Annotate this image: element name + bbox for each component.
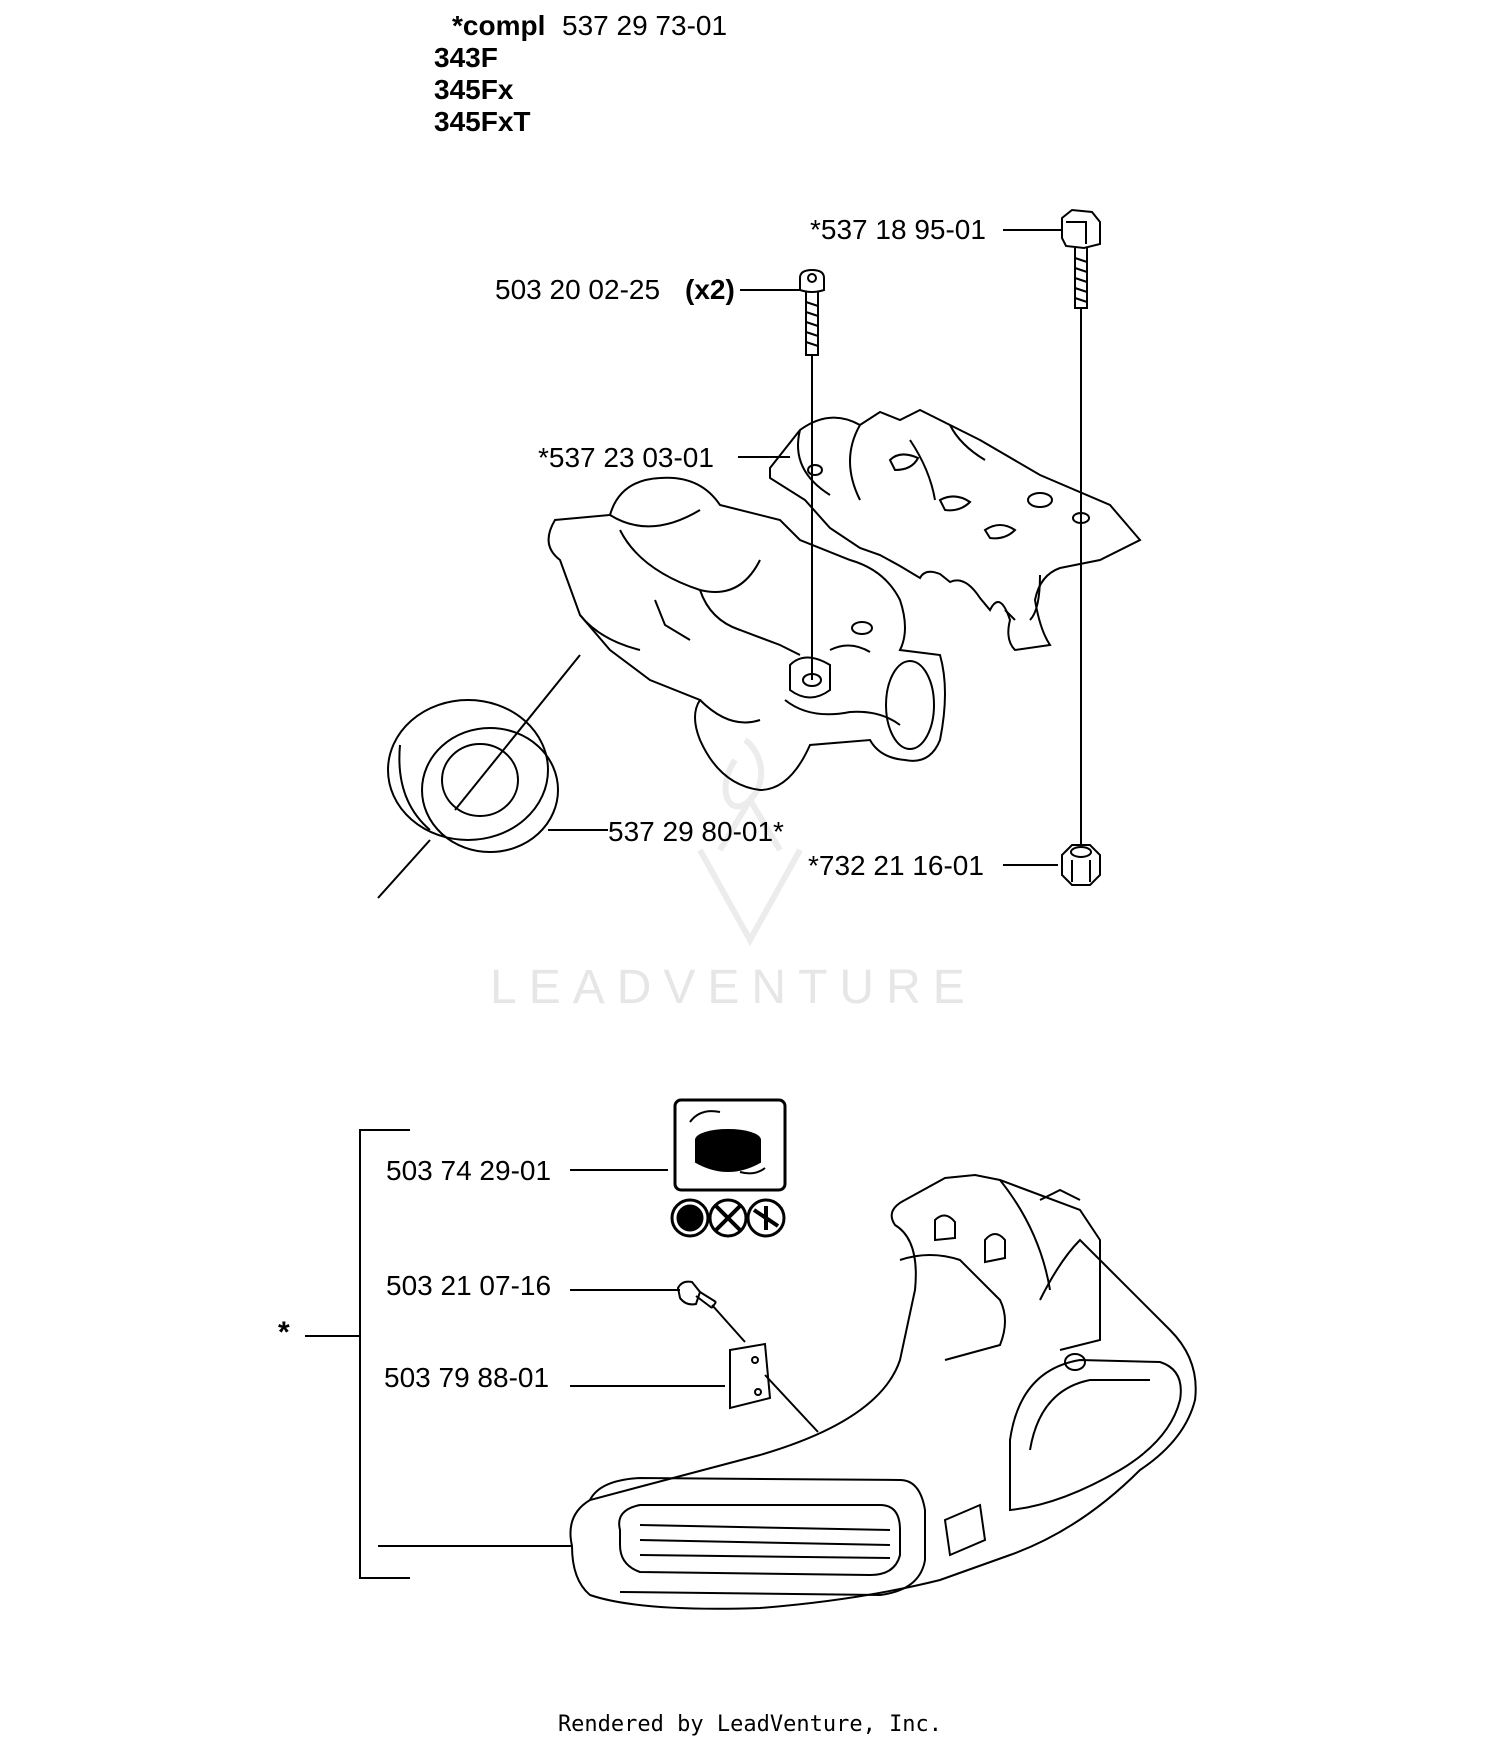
axis-small-screw [711,1304,746,1343]
watermark-text: LEADVENTURE [490,961,977,1014]
model-345fxt: 345FxT [434,106,531,137]
axis-washer-lower [377,839,431,899]
label-nut: *732 21 16-01 [808,850,984,881]
group-bracket [359,1129,410,1579]
clamp-screw-icon [1061,208,1101,309]
label-cover-plate: *537 23 03-01 [538,442,714,473]
watermark-logo [697,737,803,947]
gear-housing-icon [547,476,946,792]
axis-knife-plate [764,1374,819,1433]
label-screw-top-right: *537 18 95-01 [810,214,986,245]
trimmer-head-icon [673,1098,787,1192]
model-345fx: 345Fx [434,74,514,105]
compl-number: 537 29 73-01 [562,10,728,41]
label-knife-plate: 503 79 88-01 [384,1362,550,1393]
axis-washer-upper [454,654,581,811]
small-screw-icon [676,1280,717,1309]
label-bolt-qty: (x2) [685,274,735,305]
footer-credit: Rendered by LeadVenture, Inc. [557,1712,943,1737]
knife-plate-icon [729,1342,772,1410]
label-trimmer-head: 503 74 29-01 [386,1155,552,1186]
compl-prefix: *compl [452,10,546,41]
label-bolt-number: 503 20 02-25 [495,274,661,305]
bolt-icon [799,268,825,356]
guard-icon [569,1173,1197,1610]
label-asterisk-group: * [278,1316,290,1349]
washer-icon [387,699,559,853]
cover-plate-icon [769,408,1142,652]
model-343f: 343F [434,42,498,73]
head-variant-icons [670,1198,786,1238]
label-washer: 537 29 80-01* [608,816,784,847]
label-screw-small: 503 21 07-16 [386,1270,552,1301]
nut-icon [1061,844,1101,886]
